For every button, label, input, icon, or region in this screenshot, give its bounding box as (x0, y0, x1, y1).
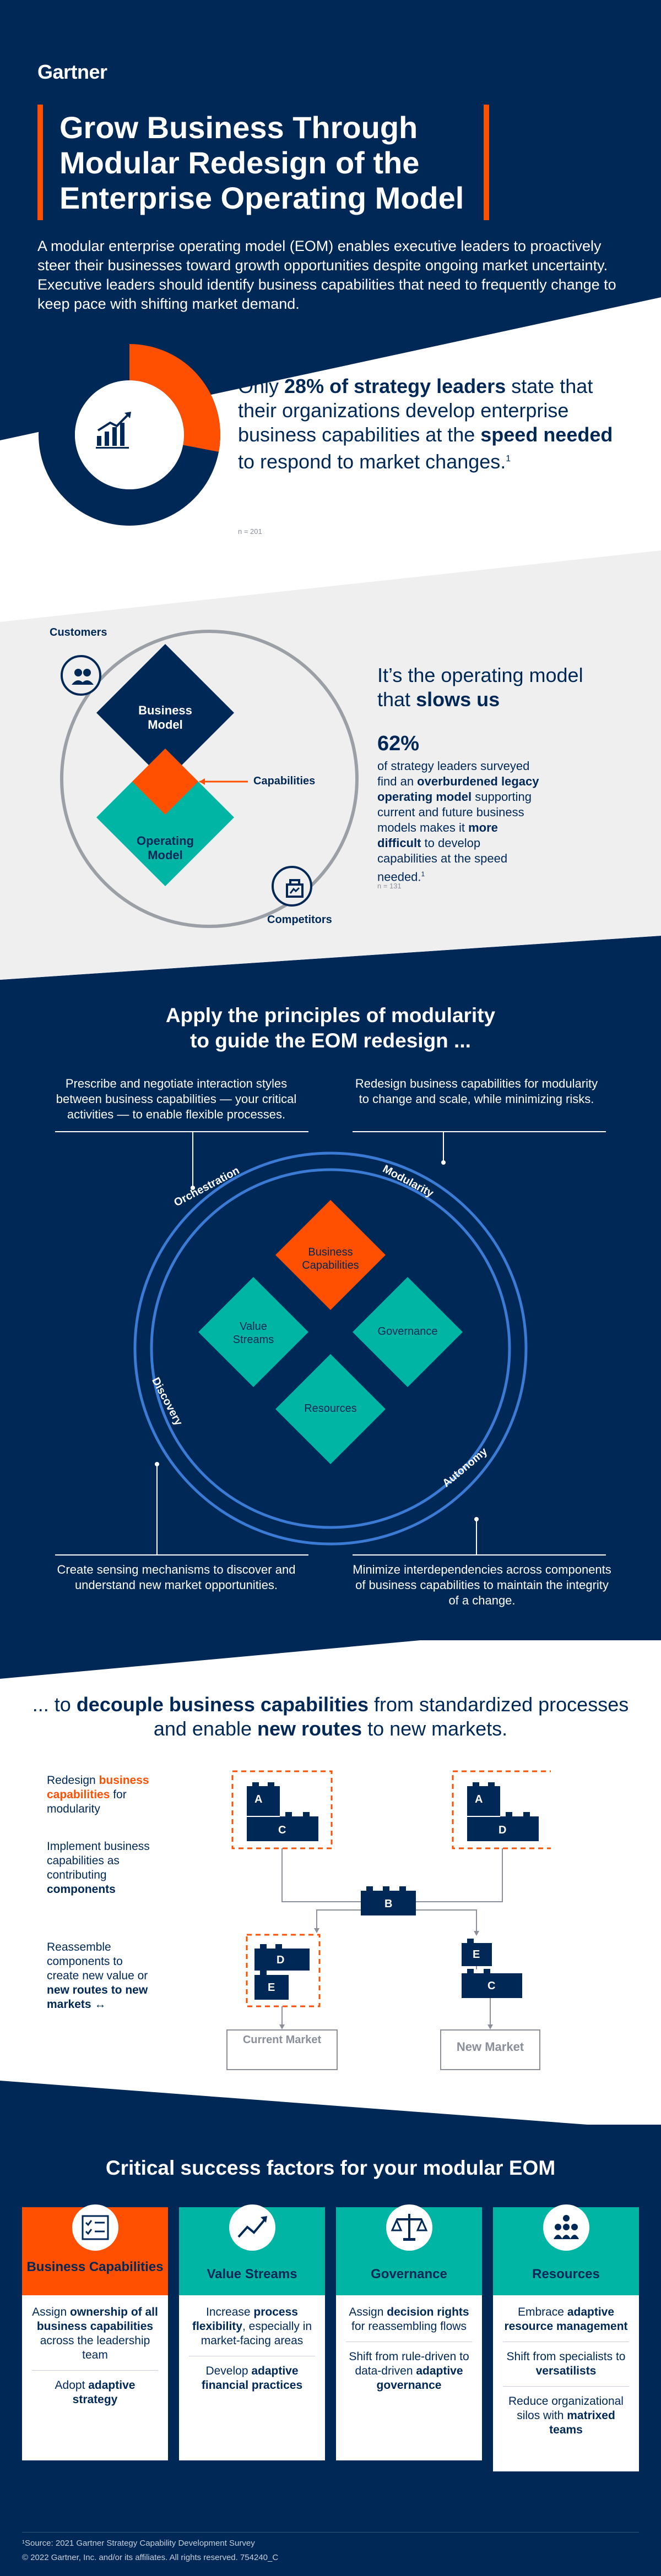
customers-label: Customers (50, 626, 107, 638)
stat2-text: of strategy leaders surveyed find an ove… (377, 759, 539, 884)
scales-icon (386, 2204, 432, 2251)
title-accent-bar (37, 105, 43, 220)
factor-cards: Business Capabilities Assign ownership o… (22, 2204, 639, 2510)
gartner-logo: Gartner (37, 61, 107, 83)
intro-text: A modular enterprise operating model (EO… (37, 238, 616, 312)
discovery-text: Create sensing mechanisms to discover an… (57, 1563, 296, 1592)
decouple-title: ... to decouple business capabilities fr… (32, 1693, 629, 1740)
donut-chart (39, 344, 220, 526)
block-c-new: C (487, 1980, 496, 1992)
block-a-left: A (254, 1793, 263, 1805)
factor-card-business-capabilities: Business Capabilities Assign ownership o… (22, 2204, 168, 2460)
trend-up-icon (229, 2204, 275, 2251)
competitors-icon (286, 879, 304, 898)
factors-title: Critical success factors for your modula… (105, 2157, 556, 2179)
footer-copyright: © 2022 Gartner, Inc. and/or its affiliat… (22, 2553, 279, 2562)
card-item: Assign ownership of all business capabil… (32, 2306, 158, 2361)
stat2-section (0, 550, 661, 980)
new-market-label: New Market (456, 2040, 524, 2054)
business-model-label: Business Model (138, 703, 192, 732)
card-item: Shift from specialists to versatilists (506, 2350, 626, 2377)
checklist-icon (72, 2204, 118, 2251)
principles-title: Apply the principles of modularity to gu… (165, 1004, 496, 1052)
step-redesign: Redesign business capabilities for modul… (47, 1774, 149, 1815)
page-title: Grow Business Through Modular Redesign o… (59, 110, 464, 215)
decouple-top-diagonal (0, 1618, 661, 1679)
block-e-new: E (473, 1949, 480, 1961)
footer-source: ¹Source: 2021 Gartner Strategy Capabilit… (22, 2539, 255, 2548)
factors-top-diagonal (0, 2081, 661, 2147)
card-item: Develop adaptive financial practices (201, 2365, 303, 2392)
card-item: Adopt adaptive strategy (55, 2379, 136, 2406)
block-b: B (384, 1898, 393, 1910)
block-d-right: D (499, 1824, 507, 1836)
factor-card-value-streams: Value Streams Increase process flexibili… (179, 2204, 325, 2460)
decouple-diagram (226, 1770, 551, 2070)
stat1-text: Only 28% of strategy leaders state that … (238, 375, 613, 473)
principles-top-diagonal (0, 936, 661, 1035)
diamond-business-capabilities: Business Capabilities (302, 1246, 359, 1271)
card-item: Assign decision rights for reassembling … (349, 2306, 469, 2333)
factor-card-governance: Governance Assign decision rights for re… (336, 2204, 482, 2460)
orchestration-text: Prescribe and negotiate interaction styl… (56, 1077, 297, 1121)
card-title: Governance (371, 2267, 447, 2282)
card-item: Shift from rule-driven to data-driven ad… (349, 2350, 469, 2392)
diamond-value-streams: Value Streams (232, 1320, 274, 1346)
people-icon (543, 2204, 589, 2251)
card-item: Reduce organizational silos with matrixe… (508, 2395, 624, 2436)
card-title: Value Streams (207, 2267, 297, 2282)
step-implement: Implement business capabilities as contr… (47, 1840, 150, 1896)
card-body: Embrace adaptive resource management Shi… (493, 2295, 639, 2471)
operating-model-diagram (60, 630, 359, 928)
diamond-governance: Governance (377, 1325, 438, 1338)
operating-model-label: Operating Model (137, 834, 194, 862)
customers-icon (72, 669, 94, 685)
card-title: Resources (532, 2267, 600, 2282)
card-item: Embrace adaptive resource management (504, 2306, 628, 2333)
card-item: Increase process flexibility, especially… (192, 2306, 312, 2347)
card-title: Business Capabilities (26, 2260, 164, 2274)
card-body: Assign decision rights for reassembling … (336, 2295, 482, 2460)
block-d-current: D (277, 1954, 285, 1966)
current-market-label: Current Market (242, 2034, 322, 2046)
stat2-sample-size: n = 131 (377, 882, 402, 890)
stat2-heading: It’s the operating model that slows us (377, 664, 583, 711)
stat2-top-diagonal (0, 550, 661, 622)
capabilities-label: Capabilities (253, 775, 316, 787)
block-e-current: E (268, 1982, 275, 1994)
step-reassemble: Reassemble components to create new valu… (47, 1941, 148, 2011)
diamond-resources: Resources (304, 1402, 357, 1415)
card-body: Assign ownership of all business capabil… (22, 2295, 168, 2460)
footer-divider (22, 2532, 639, 2533)
modularity-ring-diagram (55, 1131, 606, 1556)
growth-chart-icon (96, 412, 131, 449)
competitors-label: Competitors (267, 914, 332, 926)
factor-card-resources: Resources Embrace adaptive resource mana… (493, 2204, 639, 2471)
title-accent-bar-right (484, 105, 489, 220)
card-body: Increase process flexibility, especially… (179, 2295, 325, 2460)
donut-highlight-slice (129, 344, 220, 452)
autonomy-text: Minimize interdependencies across compon… (353, 1563, 611, 1607)
block-c-left: C (278, 1824, 286, 1836)
stat1-sample-size: n = 201 (238, 527, 262, 536)
block-a-right: A (475, 1793, 483, 1805)
stat2-percent: 62% (377, 732, 420, 755)
modularity-text: Redesign business capabilities for modul… (355, 1077, 598, 1106)
